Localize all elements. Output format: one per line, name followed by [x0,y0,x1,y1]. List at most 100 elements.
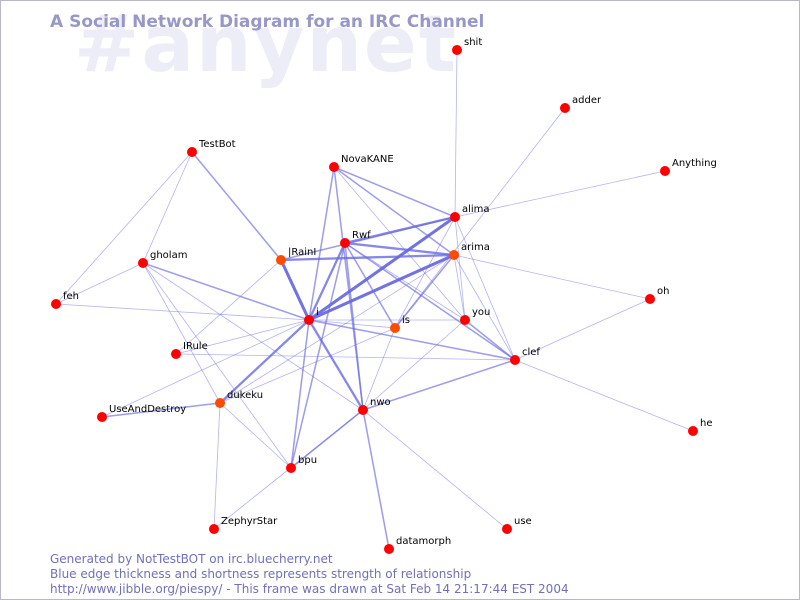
edge-NovaKANE-arima [333,166,455,256]
footer: Generated by NotTestBOT on irc.bluecherr… [50,552,569,597]
edge-i-IRule [175,319,310,355]
node-dot-he [688,426,698,436]
node-Rwf: Rwf [340,230,371,248]
node-use: use [502,516,532,534]
edge-alima-you [454,216,466,321]
edge-arima-is [394,254,455,329]
node-dot-you [460,315,470,325]
node-label-adder: adder [572,95,602,106]
edge-adder-is [394,107,566,329]
edge-clef-he [514,359,694,432]
node-ZephyrStar: ZephyrStar [209,516,278,534]
edge-oh-clef [514,298,651,361]
edge-Rwf-nwo [344,242,364,411]
edge-NovaKANE-i [308,166,335,321]
edge-arima-oh [453,254,651,300]
node-feh: feh [51,291,79,309]
edge-clef-nwo [362,359,516,411]
edge-i-bpu [290,319,310,469]
edge-dukeku-ZephyrStar [213,402,221,530]
edge-NovaKANE-you [333,166,466,321]
node-adder: adder [560,95,602,113]
node-dot-is [390,323,400,333]
edge-i-UseAndDestroy [101,319,310,418]
edge-i-nwo [307,318,365,412]
edge-gholam-i [142,262,310,321]
node-label-dukeku: dukeku [227,390,263,401]
edge-is-nwo [362,327,396,411]
node-label-bpu: bpu [298,455,317,466]
node-label-shit: shit [464,37,482,48]
edge-arima-i [307,253,456,322]
channel-watermark: #anynet [74,0,459,90]
node-label-nwo: nwo [370,397,391,408]
edge-i-is [308,319,396,329]
node-alima: alima [450,204,490,222]
node-datamorph: datamorph [384,536,451,554]
diagram-title: A Social Network Diagram for an IRC Chan… [50,12,485,32]
node-UseAndDestroy: UseAndDestroy [97,404,186,422]
edge-Anything-alima [454,170,666,218]
node-dukeku: dukeku [215,390,263,408]
node-label-arima: arima [461,242,490,253]
edge-you-clef [464,319,516,361]
edge-IRainI-IRule [175,259,282,355]
edge-gholam-nwo [142,262,364,411]
node-arima: arima [449,242,490,260]
node-dot-Rwf [340,238,350,248]
edge-clef-IRule [175,353,516,361]
node-label-UseAndDestroy: UseAndDestroy [109,404,186,415]
node-dot-gholam [138,258,148,268]
edge-TestBot-feh [55,151,193,305]
node-label-datamorph: datamorph [396,536,451,547]
node-dot-i [304,315,314,325]
node-dot-datamorph [384,544,394,554]
edge-arima-clef [453,254,516,361]
node-label-IRule: IRule [183,341,208,352]
edge-alima-is [394,216,456,329]
node-Anything: Anything [660,158,717,176]
node-dot-TestBot [187,147,197,157]
node-dot-IRainI [276,255,286,265]
edge-alima-IRainI [280,216,456,261]
node-i: i [304,307,319,325]
node-dot-Anything [660,166,670,176]
node-IRule: IRule [171,341,208,359]
node-dot-shit [452,45,462,55]
node-dot-feh [51,299,61,309]
edge-Rwf-bpu [290,242,346,469]
edge-gholam-feh [55,262,144,305]
node-NovaKANE: NovaKANE [329,154,394,172]
node-label-IRainI: |RainI [288,247,316,258]
node-dot-oh [645,294,655,304]
node-dot-nwo [358,405,368,415]
edge-TestBot-IRainI [191,151,282,261]
node-dot-alima [450,212,460,222]
node-label-gholam: gholam [150,250,187,261]
node-label-clef: clef [522,347,540,358]
edge-Rwf-is [344,242,396,329]
node-you: you [460,307,490,325]
edge-dukeku-bpu [219,402,292,469]
node-dot-IRule [171,349,181,359]
edge-Rwf-i [307,241,347,322]
edges-layer [55,49,694,550]
node-dot-adder [560,103,570,113]
edge-is-dukeku [219,327,396,404]
node-label-oh: oh [657,286,669,297]
node-IRainI: |RainI [276,247,316,265]
node-dot-ZephyrStar [209,524,219,534]
node-label-i: i [316,307,319,318]
node-dot-arima [449,250,459,260]
node-label-Anything: Anything [672,158,717,169]
node-label-alima: alima [462,204,490,215]
edge-dukeku-UseAndDestroy [101,402,221,418]
node-bpu: bpu [286,455,317,473]
footer-legend-note: Blue edge thickness and shortness repres… [50,567,472,581]
edge-i-clef [308,319,516,361]
edge-arima-dukeku [219,254,455,404]
edge-IRainI-i [279,258,311,322]
